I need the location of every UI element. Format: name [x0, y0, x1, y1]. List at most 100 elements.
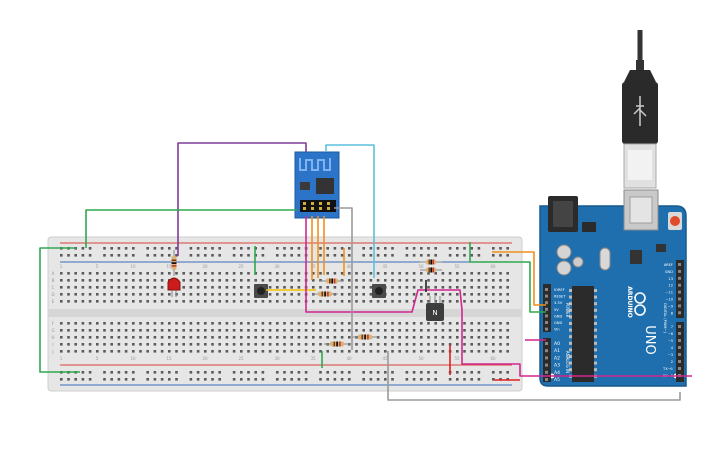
hole[interactable]: [376, 343, 380, 346]
hole[interactable]: [470, 322, 473, 325]
hole[interactable]: [441, 350, 445, 353]
hole[interactable]: [448, 336, 452, 339]
hole[interactable]: [420, 336, 423, 339]
hole[interactable]: [484, 343, 488, 346]
hole[interactable]: [427, 293, 430, 296]
hole[interactable]: [196, 254, 200, 257]
hole[interactable]: [67, 350, 70, 353]
hole[interactable]: [81, 247, 85, 250]
hole[interactable]: [470, 329, 473, 332]
hole[interactable]: [441, 286, 445, 289]
hole[interactable]: [326, 322, 329, 325]
hole[interactable]: [146, 254, 149, 257]
hole[interactable]: [492, 272, 495, 275]
resistor-bottom-2[interactable]: [352, 334, 378, 340]
hole[interactable]: [290, 322, 293, 325]
hole[interactable]: [427, 329, 430, 332]
hole[interactable]: [153, 286, 157, 289]
hole[interactable]: [405, 371, 409, 374]
hole[interactable]: [333, 247, 337, 250]
hole[interactable]: [211, 279, 214, 282]
esp-pin[interactable]: [303, 207, 306, 210]
hole[interactable]: [168, 254, 171, 257]
hole[interactable]: [319, 378, 322, 381]
hole[interactable]: [333, 329, 337, 332]
power-pin-socket[interactable]: [545, 288, 548, 291]
hole[interactable]: [160, 254, 164, 257]
hole[interactable]: [506, 371, 509, 374]
hole[interactable]: [103, 254, 106, 257]
hole[interactable]: [441, 336, 445, 339]
hole[interactable]: [254, 378, 257, 381]
hole[interactable]: [74, 322, 77, 325]
hole[interactable]: [448, 329, 452, 332]
hole[interactable]: [376, 350, 380, 353]
hole[interactable]: [470, 293, 473, 296]
hole[interactable]: [110, 272, 113, 275]
hole[interactable]: [160, 286, 164, 289]
hole[interactable]: [463, 371, 466, 374]
hole[interactable]: [448, 272, 452, 275]
hole[interactable]: [391, 254, 394, 257]
hole[interactable]: [240, 350, 243, 353]
hole[interactable]: [484, 293, 488, 296]
hole[interactable]: [290, 350, 293, 353]
hole[interactable]: [283, 322, 286, 325]
hole[interactable]: [160, 279, 164, 282]
hole[interactable]: [362, 300, 365, 303]
hole[interactable]: [117, 247, 121, 250]
hole[interactable]: [499, 350, 502, 353]
hole[interactable]: [283, 378, 286, 381]
hole[interactable]: [448, 322, 452, 325]
hole[interactable]: [74, 286, 77, 289]
hole[interactable]: [427, 336, 430, 339]
digital-pin-socket[interactable]: [678, 304, 681, 308]
hole[interactable]: [175, 336, 178, 339]
hole[interactable]: [312, 336, 315, 339]
hole[interactable]: [110, 247, 113, 250]
hole[interactable]: [103, 272, 106, 275]
hole[interactable]: [348, 322, 351, 325]
hole[interactable]: [160, 247, 164, 250]
hole[interactable]: [384, 329, 387, 332]
hole[interactable]: [441, 329, 445, 332]
hole[interactable]: [470, 343, 473, 346]
hole[interactable]: [369, 300, 373, 303]
hole[interactable]: [74, 350, 77, 353]
hole[interactable]: [168, 371, 171, 374]
wire-magenta[interactable]: [305, 216, 692, 377]
hole[interactable]: [240, 336, 243, 339]
hole[interactable]: [225, 343, 229, 346]
hole[interactable]: [333, 300, 337, 303]
hole[interactable]: [153, 322, 157, 325]
hole[interactable]: [276, 300, 279, 303]
digital-pin-socket[interactable]: [678, 332, 681, 335]
hole[interactable]: [160, 371, 164, 374]
hole[interactable]: [175, 371, 178, 374]
hole[interactable]: [247, 272, 250, 275]
hole[interactable]: [60, 254, 63, 257]
hole[interactable]: [211, 350, 214, 353]
hole[interactable]: [74, 336, 77, 339]
hole[interactable]: [276, 336, 279, 339]
hole[interactable]: [506, 300, 509, 303]
hole[interactable]: [456, 322, 459, 325]
hole[interactable]: [333, 272, 337, 275]
hole[interactable]: [477, 247, 481, 250]
hole[interactable]: [204, 378, 207, 381]
hole[interactable]: [369, 254, 373, 257]
hole[interactable]: [160, 272, 164, 275]
hole[interactable]: [261, 279, 265, 282]
hole[interactable]: [340, 371, 344, 374]
hole[interactable]: [146, 329, 149, 332]
hole[interactable]: [355, 322, 358, 325]
hole[interactable]: [477, 286, 481, 289]
hole[interactable]: [470, 371, 473, 374]
hole[interactable]: [211, 329, 214, 332]
hole[interactable]: [240, 300, 243, 303]
red-led[interactable]: [167, 277, 181, 297]
hole[interactable]: [412, 350, 416, 353]
hole[interactable]: [117, 279, 121, 282]
hole[interactable]: [405, 329, 409, 332]
hole[interactable]: [391, 378, 394, 381]
